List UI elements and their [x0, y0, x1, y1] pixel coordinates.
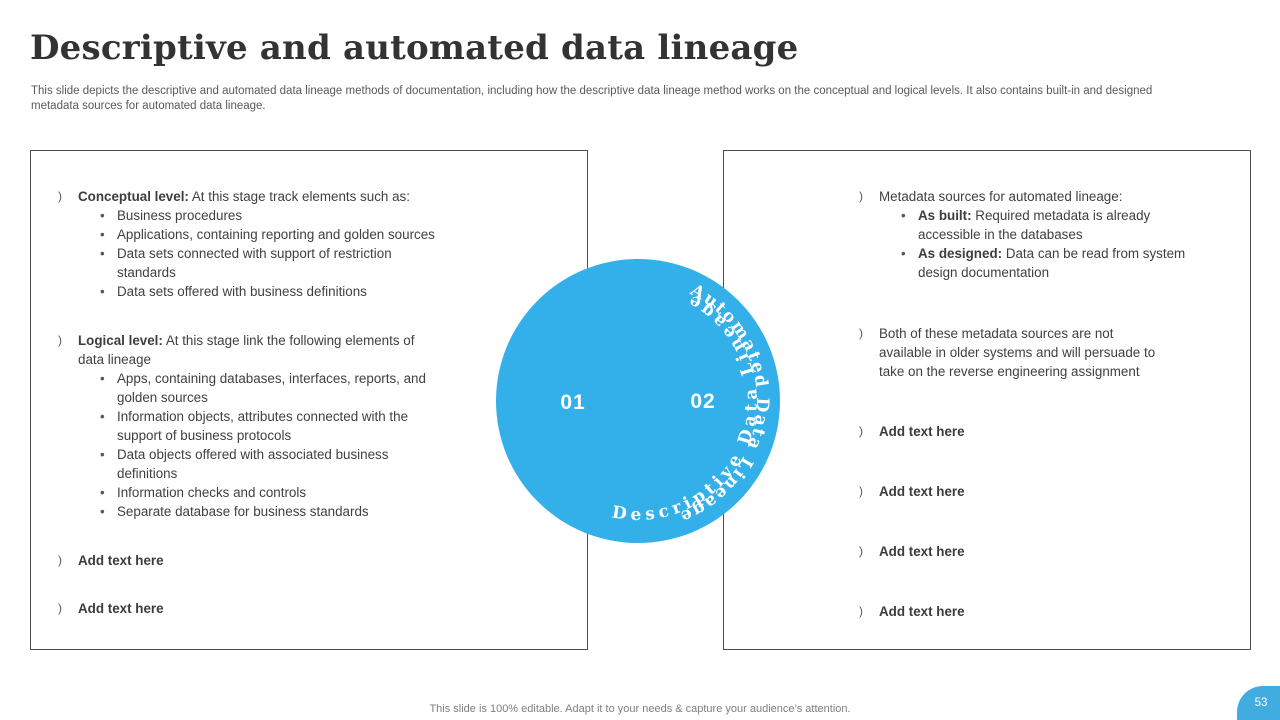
number-02: 02	[690, 390, 715, 413]
list-item-text: Logical level: At this stage link the fo…	[78, 331, 492, 521]
dot-bullet-icon: •	[100, 447, 105, 462]
sub-list-item: • Applications, containing reporting and…	[100, 225, 492, 244]
add-text-placeholder[interactable]: ) Add text here	[859, 542, 1245, 561]
lineage-circle-diagram: Descriptive Data Lineage Automated Data …	[478, 241, 798, 561]
placeholder-text: Add text here	[78, 553, 164, 568]
angle-bullet-icon: )	[859, 484, 863, 498]
placeholder-text: Add text here	[78, 601, 164, 616]
dot-bullet-icon: •	[100, 504, 105, 519]
circle-svg: Descriptive Data Lineage Automated Data …	[496, 259, 780, 543]
add-text-placeholder[interactable]: ) Add text here	[859, 602, 1245, 621]
sub-list-item: • Information checks and controls	[100, 483, 492, 502]
sub-list-item: • As built: Required metadata is already…	[901, 206, 1245, 244]
placeholder-text: Add text here	[879, 604, 965, 619]
item-body: Metadata sources for automated lineage:	[879, 189, 1123, 204]
dot-bullet-icon: •	[100, 371, 105, 386]
sub-list-item: • Business procedures	[100, 206, 492, 225]
sub-item-text: Business procedures	[117, 208, 243, 223]
dot-bullet-icon: •	[901, 208, 906, 223]
page-title: Descriptive and automated data lineage	[30, 28, 799, 68]
sub-item-text: Information checks and controls	[117, 485, 307, 500]
dot-bullet-icon: •	[100, 485, 105, 500]
sub-item-text: Apps, containing databases, interfaces, …	[117, 371, 426, 405]
dot-bullet-icon: •	[100, 208, 105, 223]
item-label: Conceptual level:	[78, 189, 189, 204]
sub-list-item: • Data objects offered with associated b…	[100, 445, 492, 483]
list-item: ) Metadata sources for automated lineage…	[859, 187, 1245, 282]
placeholder-text: Add text here	[879, 484, 965, 499]
angle-bullet-icon: )	[859, 604, 863, 618]
automated-lineage-content: ) Metadata sources for automated lineage…	[859, 187, 1245, 621]
add-text-placeholder[interactable]: ) Add text here	[58, 599, 492, 618]
item-body: At this stage link the following element…	[78, 333, 415, 367]
list-item: ) Logical level: At this stage link the …	[58, 331, 492, 521]
slide-subtitle: This slide depicts the descriptive and a…	[31, 85, 1153, 112]
sub-item-text: Data objects offered with associated bus…	[117, 447, 389, 481]
item-body: At this stage track elements such as:	[191, 189, 410, 204]
descriptive-lineage-panel: ) Conceptual level: At this stage track …	[30, 150, 588, 650]
page-number: 53	[1254, 697, 1268, 709]
placeholder-text: Add text here	[879, 424, 965, 439]
add-text-placeholder[interactable]: ) Add text here	[859, 422, 1245, 441]
sub-item-text: Applications, containing reporting and g…	[117, 227, 435, 242]
sub-item-text: Data sets offered with business definiti…	[117, 284, 367, 299]
angle-bullet-icon: )	[58, 333, 62, 347]
item-label: As built:	[918, 208, 972, 223]
sub-item-text: Separate database for business standards	[117, 504, 369, 519]
add-text-placeholder[interactable]: ) Add text here	[58, 551, 492, 570]
item-label: Logical level:	[78, 333, 163, 348]
sub-list-item: • Separate database for business standar…	[100, 502, 492, 521]
list-item-text: Conceptual level: At this stage track el…	[78, 187, 492, 301]
angle-bullet-icon: )	[58, 601, 62, 615]
dot-bullet-icon: •	[100, 246, 105, 261]
descriptive-lineage-content: ) Conceptual level: At this stage track …	[58, 187, 492, 618]
angle-bullet-icon: )	[58, 553, 62, 567]
dot-bullet-icon: •	[100, 284, 105, 299]
blue-circle	[496, 259, 780, 543]
list-item: ) Conceptual level: At this stage track …	[58, 187, 492, 301]
automated-lineage-panel: ) Metadata sources for automated lineage…	[723, 150, 1251, 650]
angle-bullet-icon: )	[859, 424, 863, 438]
sub-list-item: • Data sets connected with support of re…	[100, 244, 492, 282]
item-body: Both of these metadata sources are not a…	[879, 326, 1156, 379]
list-item: ) Both of these metadata sources are not…	[859, 324, 1245, 381]
sub-item-text: Data sets connected with support of rest…	[117, 246, 392, 280]
add-text-placeholder[interactable]: ) Add text here	[859, 482, 1245, 501]
dot-bullet-icon: •	[100, 409, 105, 424]
sub-list-item: • As designed: Data can be read from sys…	[901, 244, 1245, 282]
number-01: 01	[560, 391, 585, 414]
item-label: As designed:	[918, 246, 1003, 261]
angle-bullet-icon: )	[859, 189, 863, 203]
dot-bullet-icon: •	[901, 246, 906, 261]
page-number-badge: 53	[1237, 686, 1280, 720]
angle-bullet-icon: )	[859, 544, 863, 558]
dot-bullet-icon: •	[100, 227, 105, 242]
sub-item-text: As designed: Data can be read from syste…	[918, 246, 1186, 280]
sub-item-text: Information objects, attributes connecte…	[117, 409, 409, 443]
list-item-text: Metadata sources for automated lineage: …	[879, 187, 1245, 282]
placeholder-text: Add text here	[879, 544, 965, 559]
footer-note: This slide is 100% editable. Adapt it to…	[429, 703, 851, 715]
sub-list-item: • Data sets offered with business defini…	[100, 282, 492, 301]
angle-bullet-icon: )	[58, 189, 62, 203]
angle-bullet-icon: )	[859, 326, 863, 340]
sub-item-text: As built: Required metadata is already a…	[918, 208, 1151, 242]
sub-list-item: • Information objects, attributes connec…	[100, 407, 492, 445]
sub-list-item: • Apps, containing databases, interfaces…	[100, 369, 492, 407]
